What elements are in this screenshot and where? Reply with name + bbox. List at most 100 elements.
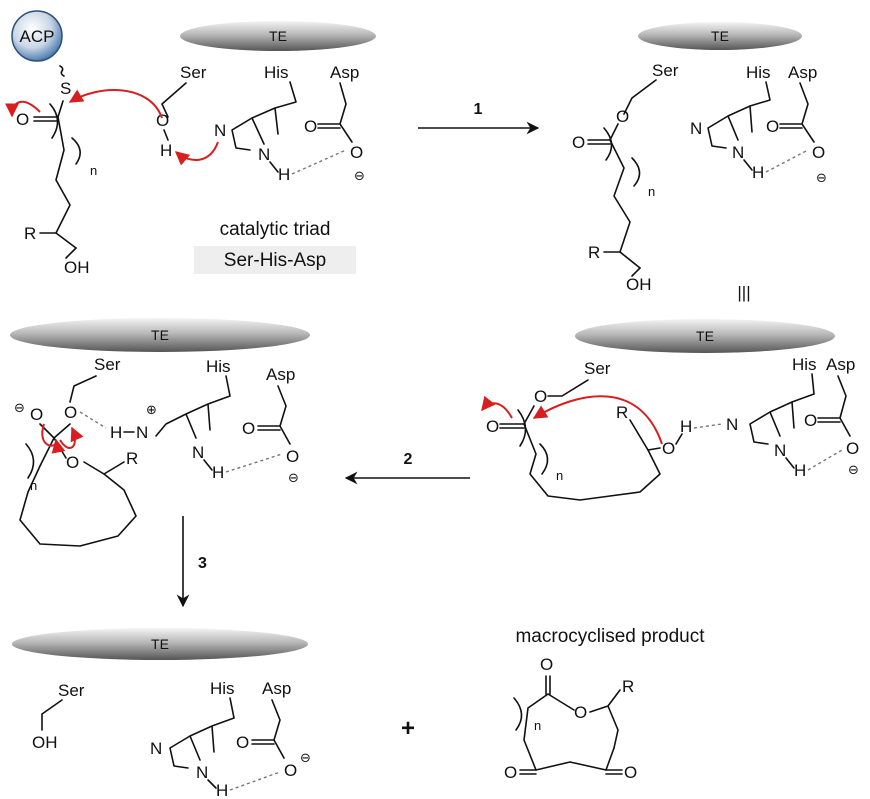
asp-carboxylate-bonds <box>779 82 815 143</box>
his-h-label: H <box>752 163 764 182</box>
hbond-ser-his <box>79 411 107 429</box>
panel-acyl-enzyme: TE Ser O O n R OH His N N H Asp O O ⊖ ||… <box>572 22 827 302</box>
triad-caption-line1: catalytic triad <box>220 219 331 240</box>
his-h-label: H <box>216 781 228 799</box>
te-label: TE <box>269 28 287 44</box>
curly-arrow-carbonyl <box>5 101 41 118</box>
his-charge-label: ⊕ <box>146 402 157 417</box>
ser-label: Ser <box>58 681 85 700</box>
his-h-label: H <box>278 165 290 184</box>
asp-carboxylate-bonds <box>257 385 291 445</box>
asp-label: Asp <box>262 679 291 698</box>
product-carbonyl-o-label: O <box>540 655 553 674</box>
plus-sign: + <box>401 715 415 742</box>
ring-o-label: O <box>66 453 79 472</box>
his-label: His <box>264 63 289 82</box>
ser-h-label: H <box>160 141 172 160</box>
curly-arrow-his-deprotonation <box>174 141 219 166</box>
his-nh-label: N <box>774 441 786 460</box>
product-ketone-o-2: O <box>624 763 637 782</box>
his-nh-label: N <box>196 763 208 782</box>
ser-label: Ser <box>94 355 121 374</box>
his-h-label: H <box>794 461 806 480</box>
hbond-his-asp <box>225 453 283 473</box>
te-domain-ellipse <box>180 21 376 51</box>
ser-label: Ser <box>584 359 611 378</box>
asp-label: Asp <box>266 365 295 384</box>
product-ring-o-bonds <box>589 689 621 749</box>
asp-charge-label: ⊖ <box>354 168 365 183</box>
ser-label: Ser <box>652 61 679 80</box>
his-label: His <box>746 63 771 82</box>
r-label: R <box>588 243 600 262</box>
his-n-label: N <box>690 119 702 138</box>
ser-ester-bonds <box>547 379 589 397</box>
step-2-label: 2 <box>404 451 413 468</box>
his-label: His <box>206 357 231 376</box>
asp-charge-label: ⊖ <box>288 470 299 485</box>
r-label: R <box>616 403 628 422</box>
ser-oh-label: OH <box>32 733 58 752</box>
asp-o-minus-label: O <box>846 439 859 458</box>
curly-arrow-release <box>59 426 84 449</box>
product-ring-bonds <box>523 675 615 771</box>
te-label: TE <box>151 636 169 652</box>
his-ring-bonds <box>749 373 815 445</box>
acp-sphere <box>11 10 63 62</box>
triad-caption-highlight <box>194 246 356 274</box>
ser-sidechain-bonds <box>69 375 97 403</box>
repeat-n-label: n <box>30 478 37 493</box>
r-label: R <box>126 449 138 468</box>
asp-o-minus-label: O <box>286 447 299 466</box>
asp-o-minus-label: O <box>812 143 825 162</box>
hydroxyl-h-label: H <box>680 417 692 436</box>
carbonyl-o-label: O <box>572 133 585 152</box>
his-nh-bond <box>743 159 753 171</box>
ser-sidechain-bonds <box>41 699 63 731</box>
te-label: TE <box>151 327 169 343</box>
step-3-arrow: 3 <box>176 516 207 608</box>
asp-o-label: O <box>242 419 255 438</box>
triad-caption-line2: Ser-His-Asp <box>224 250 326 271</box>
step-2-arrow: 2 <box>344 451 470 485</box>
asp-o-minus-label: O <box>284 761 297 780</box>
te-label: TE <box>696 328 714 344</box>
repeat-brackets <box>603 127 641 187</box>
hbond-his-asp <box>807 449 843 471</box>
carbonyl-o-label: O <box>486 417 499 436</box>
asp-carboxylate-bonds <box>251 699 285 759</box>
asp-charge-label: ⊖ <box>300 750 311 765</box>
thioester-s-label: S <box>60 79 71 98</box>
hydroxyl-label: OH <box>626 275 652 294</box>
ser-o-label: O <box>156 111 169 130</box>
repeat-n-label: n <box>90 163 97 178</box>
curly-arrow-collapse <box>41 423 66 454</box>
panel-acp-bound-substrate: TE ACP S O n R OH Ser O H His N N H Asp … <box>5 10 376 277</box>
asp-label: Asp <box>788 63 817 82</box>
macrocycle-chain-bonds <box>499 405 661 501</box>
ser-sidechain-bonds <box>161 82 187 118</box>
c-o-bond <box>647 447 661 451</box>
product-ketone-1 <box>519 769 537 775</box>
asp-label: Asp <box>330 63 359 82</box>
product-repeat-bracket <box>513 697 523 731</box>
repeat-brackets <box>517 409 549 475</box>
asp-o-label: O <box>766 117 779 136</box>
step-1-arrow: 1 <box>418 101 540 135</box>
ser-o-label: O <box>64 403 77 422</box>
te-domain-ellipse <box>575 319 835 353</box>
curly-arrow-oh-attack <box>532 395 663 445</box>
panel-tetrahedral-intermediate: TE Ser O ⊖ O O R n H N ⊕ His N H Asp O O… <box>10 318 310 547</box>
te-label: TE <box>711 28 729 44</box>
asp-charge-label: ⊖ <box>848 462 859 477</box>
te-domain-ellipse <box>12 628 308 660</box>
his-nh-label: N <box>192 443 204 462</box>
his-ring-bonds <box>169 697 235 769</box>
his-nh-label: N <box>258 145 270 164</box>
ester-o-label: O <box>616 107 629 126</box>
repeat-n-label: n <box>556 468 563 483</box>
his-nh-bond <box>203 459 213 471</box>
his-ring-bonds <box>707 81 771 149</box>
hbond-his-asp <box>291 149 347 175</box>
alkoxide-o-label: O <box>30 405 43 424</box>
